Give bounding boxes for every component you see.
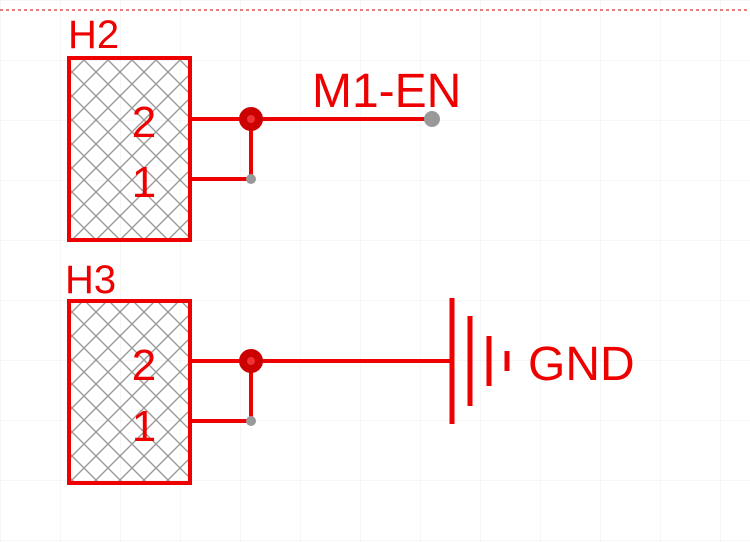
- connector-body-h2: [67, 56, 192, 242]
- pin-number-h2-2: 2: [132, 98, 156, 147]
- ground-icon[interactable]: [449, 298, 510, 424]
- pin-number-h3-1: 1: [132, 402, 156, 451]
- net-label-gnd[interactable]: GND: [528, 338, 635, 391]
- designator-h2: H2: [68, 13, 119, 57]
- pin-end-h2-1[interactable]: [246, 174, 256, 184]
- net-end-m1-en[interactable]: [424, 111, 440, 127]
- net-label-m1-en[interactable]: M1-EN: [312, 65, 461, 118]
- pin-number-h3-2: 2: [132, 341, 156, 390]
- junction-h3-center: [247, 357, 255, 365]
- pin-end-h3-1[interactable]: [246, 416, 256, 426]
- connector-h3[interactable]: H3 2 1 GND: [65, 258, 635, 485]
- designator-h3: H3: [65, 258, 116, 302]
- junction-h2-center: [247, 115, 255, 123]
- pin-number-h2-1: 1: [132, 158, 156, 207]
- connector-body-h3: [67, 299, 192, 485]
- connector-h2[interactable]: H2 2 1 M1-EN: [67, 13, 461, 242]
